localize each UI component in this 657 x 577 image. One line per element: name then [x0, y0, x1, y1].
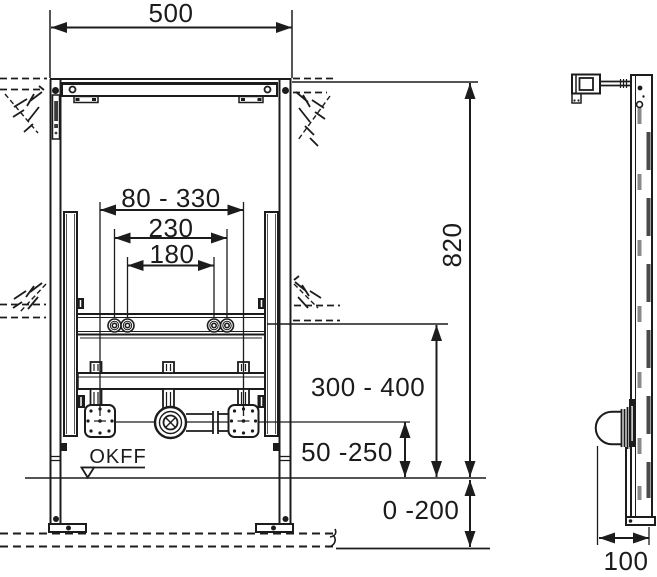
- dim-label-drain-range: 300 - 400: [310, 372, 426, 402]
- frame-bolt-right: [282, 87, 289, 94]
- upper-rail: [76, 313, 266, 339]
- screw-hole-right: [263, 85, 272, 94]
- water-connection: [206, 318, 222, 333]
- wall-hatching-mid-left: [0, 282, 47, 319]
- foot-left: [48, 516, 87, 533]
- water-connection: [107, 318, 122, 333]
- channel-tabs: [77, 298, 266, 408]
- dim-label-outlet-range: 50 -250: [301, 437, 393, 467]
- top-crossbar: [50, 78, 292, 104]
- dim-500: [49, 10, 293, 78]
- front-frame: [48, 78, 294, 533]
- corner-bracket-left: [73, 95, 99, 104]
- fixing-brackets: [89, 361, 250, 414]
- okff-triangle-icon: [79, 466, 96, 480]
- dim-label-connection-230: 230: [148, 213, 194, 243]
- side-rail-slots-front: [637, 108, 642, 500]
- dim-label-width: 500: [148, 0, 194, 28]
- mounting-plate-right: [227, 404, 260, 438]
- leg-adjust-tabs: [60, 443, 280, 451]
- dim-300-400: [267, 323, 448, 477]
- foot-right: [255, 516, 294, 533]
- lower-crossbar: [77, 372, 266, 390]
- dim-230: [113, 229, 228, 318]
- frame-bolt-left: [52, 87, 59, 94]
- dim-label-fixing-range: 80 - 330: [121, 183, 221, 213]
- floor-lines: [0, 528, 337, 548]
- floor-level-label: OKFF: [89, 446, 147, 468]
- inner-channel-left: [63, 211, 78, 437]
- side-rail-slots-back: [646, 132, 651, 498]
- dim-label-height: 820: [437, 222, 467, 268]
- side-drain-elbow: [594, 399, 635, 449]
- side-rail: [630, 74, 653, 518]
- dim-50-250: [399, 422, 411, 477]
- drain-fitting: [153, 405, 188, 440]
- screw-hole-left: [68, 85, 77, 94]
- wall-hatching-top-right: [293, 77, 333, 147]
- dim-label-connection-180: 180: [149, 239, 195, 269]
- wall-anchor-bracket: [571, 73, 631, 104]
- wall-hatching-top-left: [0, 77, 47, 134]
- wall-hatching-mid-right: [293, 275, 340, 322]
- water-connection: [219, 318, 235, 333]
- floor-level-marker: [25, 466, 486, 480]
- dim-820: [292, 81, 478, 477]
- side-view: [571, 73, 656, 545]
- corner-bracket-right: [238, 95, 264, 104]
- dim-label-floor-range: 0 -200: [382, 495, 460, 525]
- left-rail: [49, 79, 62, 524]
- water-connection: [120, 318, 135, 333]
- fixing-bracket-left: [89, 361, 103, 411]
- dim-100: [596, 446, 650, 545]
- dim-0-200: [336, 480, 490, 550]
- dim-label-depth: 100: [603, 546, 649, 576]
- water-connections: [107, 318, 235, 333]
- dim-80-330: [99, 202, 245, 416]
- fixing-bracket-center: [162, 361, 175, 414]
- brand-label-plate: [51, 94, 61, 140]
- side-foot: [625, 447, 656, 526]
- dim-180: [126, 257, 215, 318]
- right-rail: [278, 79, 292, 524]
